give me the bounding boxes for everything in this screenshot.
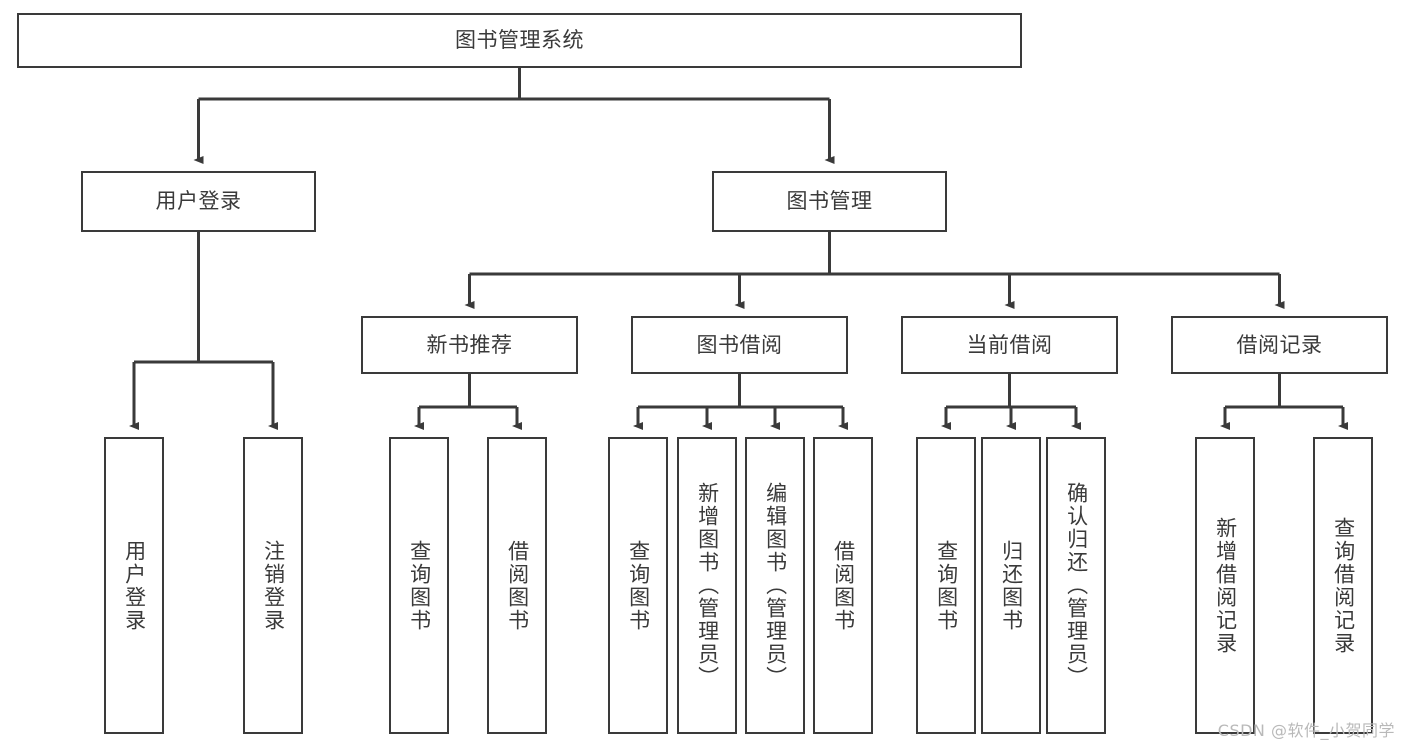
node-label: 新书推荐 bbox=[426, 332, 513, 357]
node-label: 确认归还（管理员） bbox=[1064, 482, 1089, 689]
node-label: 查询借阅记录 bbox=[1331, 516, 1356, 655]
node-borrow-record[interactable]: 借阅记录 bbox=[1171, 316, 1388, 374]
node-leaf-add-record[interactable]: 新增借阅记录 bbox=[1195, 437, 1255, 734]
node-leaf-borrow-book-rec[interactable]: 借阅图书 bbox=[487, 437, 547, 734]
node-leaf-edit-book[interactable]: 编辑图书（管理员） bbox=[745, 437, 805, 734]
watermark: CSDN @软件_小贺同学 bbox=[1217, 721, 1395, 740]
node-label: 查询图书 bbox=[407, 539, 432, 632]
node-leaf-user-login[interactable]: 用户登录 bbox=[104, 437, 164, 734]
node-leaf-add-book[interactable]: 新增图书（管理员） bbox=[677, 437, 737, 734]
node-label: 图书借阅 bbox=[696, 332, 783, 357]
node-leaf-user-logout[interactable]: 注销登录 bbox=[243, 437, 303, 734]
node-label: 查询图书 bbox=[626, 539, 651, 632]
node-label: 借阅图书 bbox=[505, 539, 530, 632]
node-root[interactable]: 图书管理系统 bbox=[17, 13, 1022, 68]
node-leaf-return-book[interactable]: 归还图书 bbox=[981, 437, 1041, 734]
node-book-manage[interactable]: 图书管理 bbox=[712, 171, 947, 232]
node-label: 归还图书 bbox=[999, 539, 1024, 632]
node-leaf-query-book[interactable]: 查询图书 bbox=[608, 437, 668, 734]
node-leaf-borrow-book[interactable]: 借阅图书 bbox=[813, 437, 873, 734]
node-leaf-query-book-cur[interactable]: 查询图书 bbox=[916, 437, 976, 734]
node-label: 图书管理 bbox=[786, 189, 873, 214]
node-leaf-query-book-rec[interactable]: 查询图书 bbox=[389, 437, 449, 734]
node-leaf-query-record[interactable]: 查询借阅记录 bbox=[1313, 437, 1373, 734]
node-label: 用户登录 bbox=[155, 189, 242, 214]
node-label: 查询图书 bbox=[934, 539, 959, 632]
node-label: 编辑图书（管理员） bbox=[763, 482, 788, 689]
node-label: 借阅记录 bbox=[1236, 332, 1323, 357]
node-label: 新增借阅记录 bbox=[1213, 516, 1238, 655]
node-label: 当前借阅 bbox=[966, 332, 1053, 357]
node-label: 借阅图书 bbox=[831, 539, 856, 632]
node-leaf-confirm-return[interactable]: 确认归还（管理员） bbox=[1046, 437, 1106, 734]
node-current-borrow[interactable]: 当前借阅 bbox=[901, 316, 1118, 374]
node-new-book-rec[interactable]: 新书推荐 bbox=[361, 316, 578, 374]
node-label: 图书管理系统 bbox=[455, 28, 584, 53]
node-user-login[interactable]: 用户登录 bbox=[81, 171, 316, 232]
node-label: 用户登录 bbox=[122, 539, 147, 632]
node-label: 注销登录 bbox=[261, 539, 286, 632]
node-label: 新增图书（管理员） bbox=[695, 482, 720, 689]
node-book-borrow[interactable]: 图书借阅 bbox=[631, 316, 848, 374]
